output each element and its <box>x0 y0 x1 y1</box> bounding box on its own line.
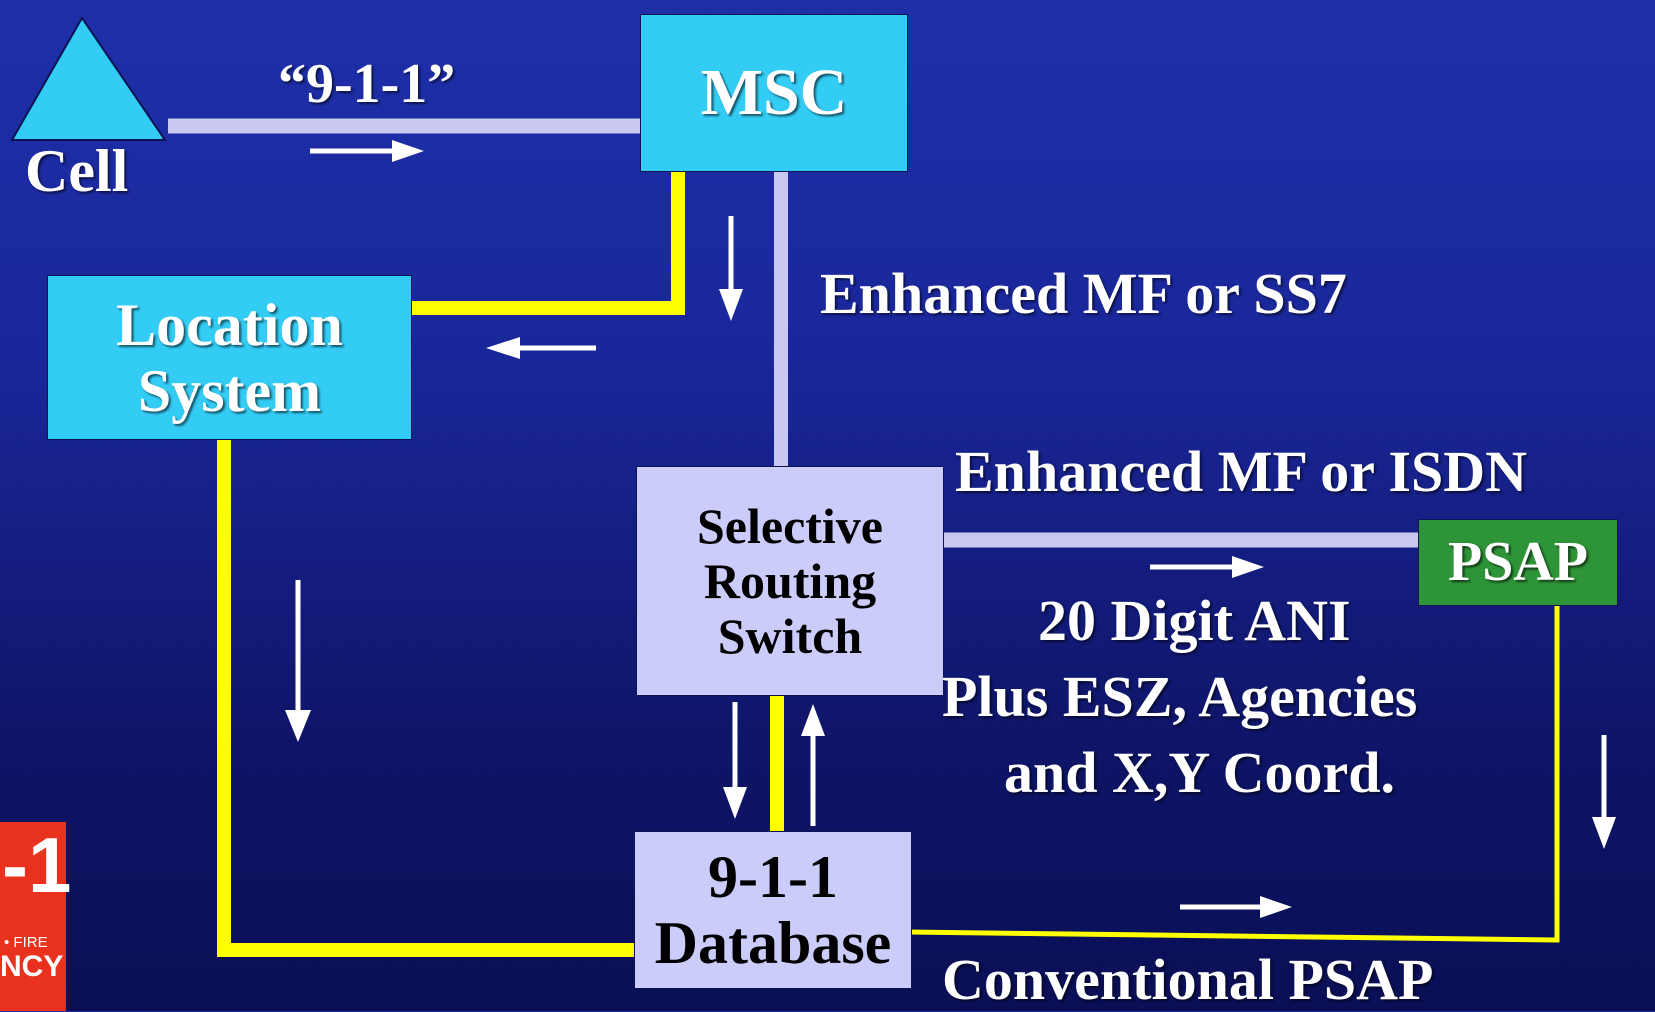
arrow-down-icon <box>719 216 743 321</box>
msc-box: MSC <box>640 14 908 172</box>
msc-label: MSC <box>700 55 848 129</box>
cell-tower-icon <box>10 16 167 141</box>
location-system-box: Location System <box>47 275 412 440</box>
msc-to-srs-label: Enhanced MF or SS7 <box>820 261 1347 326</box>
arrow-up-icon <box>801 704 825 826</box>
conventional-psap-label: Conventional PSAP <box>942 947 1434 1012</box>
location-system-label: Location System <box>116 291 343 424</box>
dialed-number-label: “9-1-1” <box>278 53 456 115</box>
data-line-2: Plus ESZ, Agencies <box>942 664 1418 729</box>
logo-digit: -1 <box>2 821 72 909</box>
link-location-to-database <box>217 440 634 957</box>
arrow-down-icon <box>723 702 747 819</box>
arrow-right-icon <box>1150 556 1264 578</box>
srs-to-psap-label: Enhanced MF or ISDN <box>955 439 1528 504</box>
link-database-to-psap <box>907 590 1560 943</box>
psap-label: PSAP <box>1448 530 1588 593</box>
link-msc-to-location <box>412 172 685 315</box>
selective-routing-switch-label: Selective Routing Switch <box>696 497 883 664</box>
arrow-right-icon <box>1180 896 1292 918</box>
data-line-3: and X,Y Coord. <box>1004 740 1396 805</box>
logo-small-text: • FIRE <box>4 934 48 951</box>
arrow-down-icon <box>1592 735 1616 849</box>
database-label: 9-1-1 Database <box>654 844 892 976</box>
arrow-down-icon <box>285 580 311 742</box>
emergency-logo: -1 • FIRE NCY <box>0 822 71 1011</box>
database-box: 9-1-1 Database <box>634 831 912 989</box>
arrow-left-icon <box>486 337 596 359</box>
cell-label: Cell <box>25 138 129 204</box>
psap-box: PSAP <box>1418 519 1618 606</box>
arrow-right-icon <box>310 140 424 162</box>
logo-word: NCY <box>0 950 64 983</box>
selective-routing-switch-box: Selective Routing Switch <box>636 466 944 696</box>
data-line-1: 20 Digit ANI <box>1038 588 1351 653</box>
